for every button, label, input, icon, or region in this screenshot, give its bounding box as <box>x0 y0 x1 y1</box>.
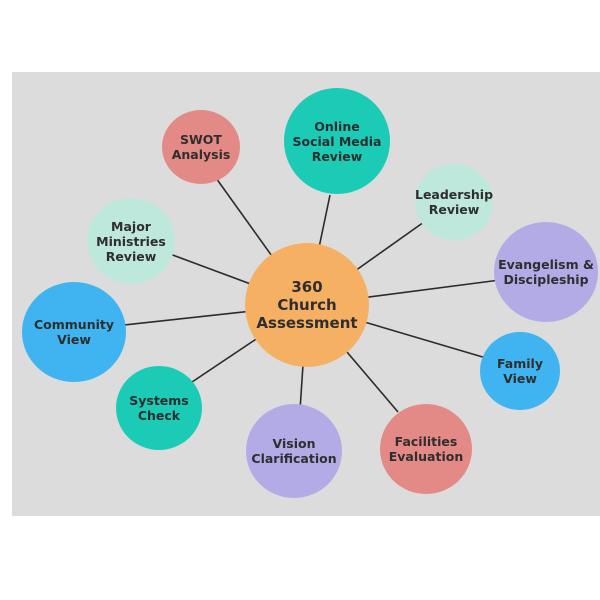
node-label: Family View <box>497 356 543 386</box>
node-label: Online Social Media Review <box>292 118 382 164</box>
node-label: Facilities Evaluation <box>388 434 464 464</box>
center-node-360-church-assessment: 360 Church Assessment <box>245 243 369 367</box>
node-facilities-evaluation: Facilities Evaluation <box>380 404 472 494</box>
node-systems-check: Systems Check <box>116 366 202 450</box>
node-leadership-review: Leadership Review <box>415 164 493 240</box>
node-label: Systems Check <box>129 393 189 423</box>
node-community-view: Community View <box>22 282 126 382</box>
node-label: Leadership Review <box>414 187 494 217</box>
node-swot-analysis: SWOT Analysis <box>162 110 240 184</box>
node-label: Community View <box>33 317 115 347</box>
center-node-label: 360 Church Assessment <box>256 278 358 332</box>
node-vision-clarification: Vision Clarification <box>246 404 342 498</box>
node-label: SWOT Analysis <box>171 132 231 162</box>
node-label: Major Ministries Review <box>96 218 166 264</box>
node-evangelism-discipleship: Evangelism & Discipleship <box>494 222 598 322</box>
node-label: Evangelism & Discipleship <box>498 257 594 287</box>
node-online-social-media-review: Online Social Media Review <box>284 88 390 194</box>
node-label: Vision Clarification <box>251 436 337 466</box>
node-major-ministries-review: Major Ministries Review <box>87 198 175 284</box>
node-family-view: Family View <box>480 332 560 410</box>
